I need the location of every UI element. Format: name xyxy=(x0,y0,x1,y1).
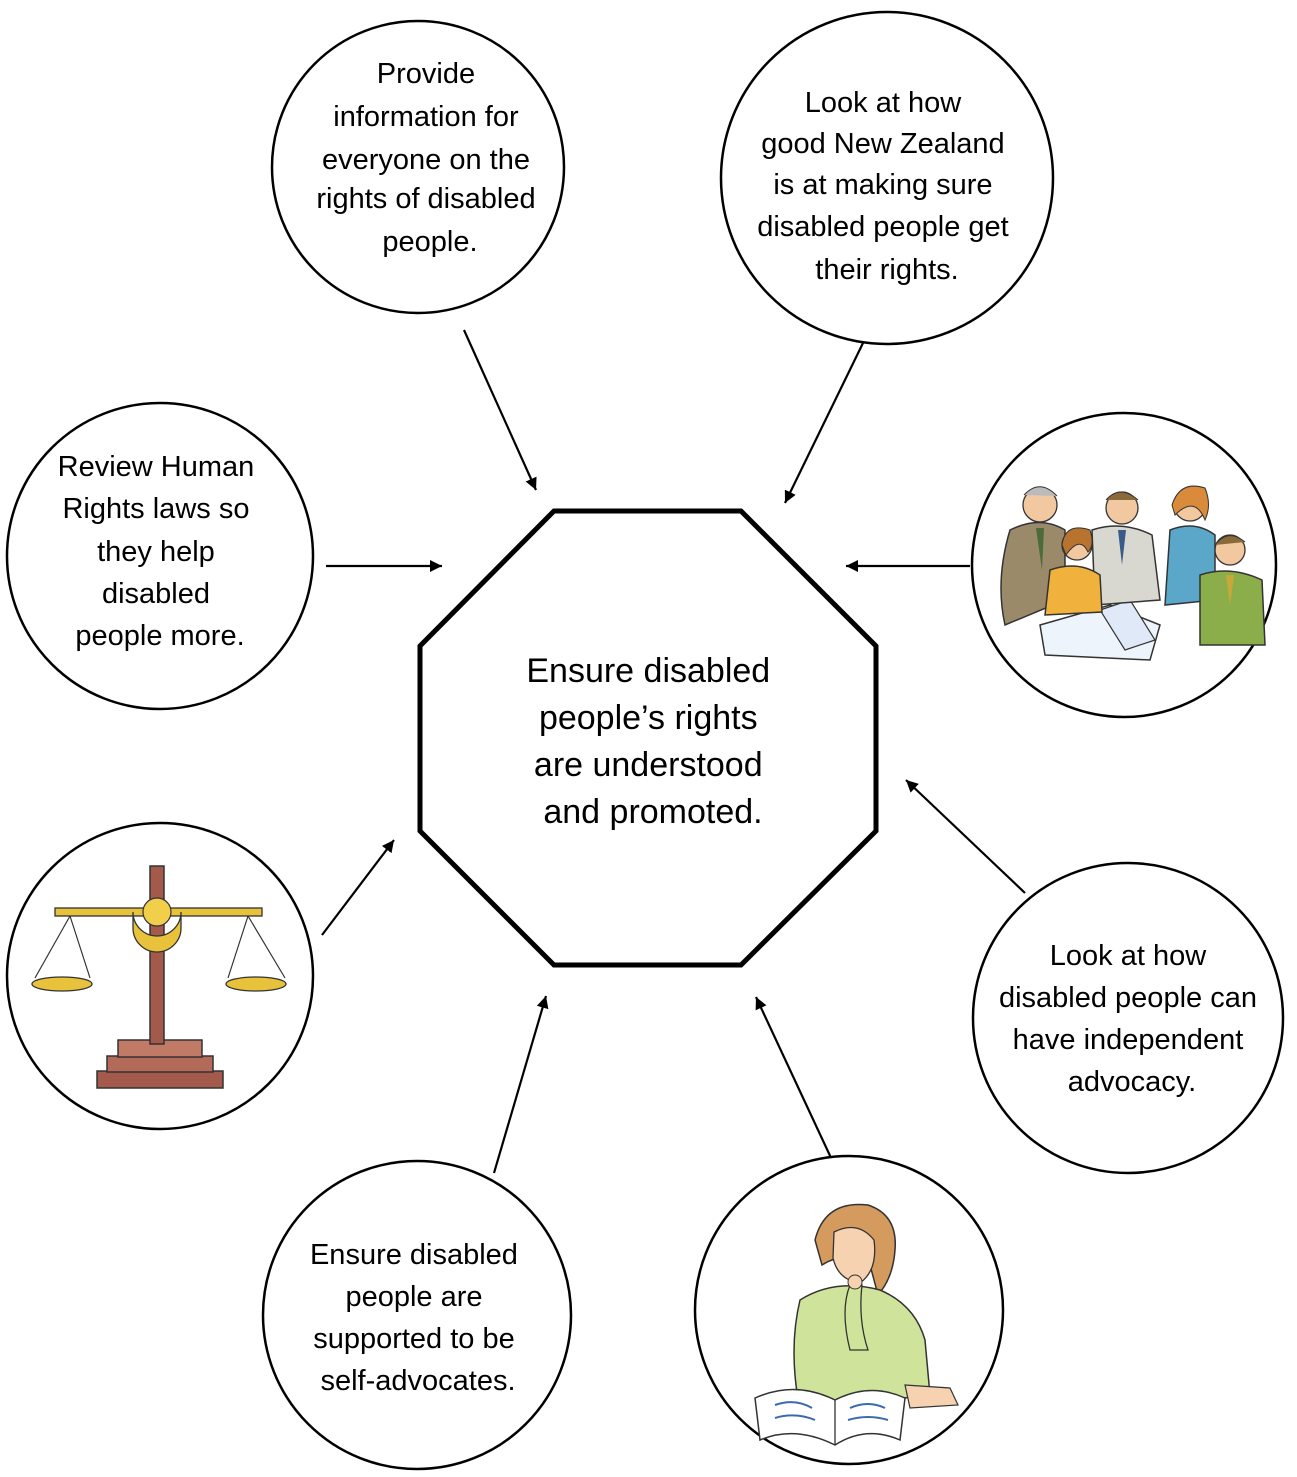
people-meeting-icon xyxy=(1000,485,1266,661)
scales-of-justice-icon xyxy=(31,865,287,1089)
arrow-from-justice-scales xyxy=(321,839,395,936)
node-review-laws-label: Review Human Rights laws so they help di… xyxy=(58,451,263,652)
center-line-4: and promoted. xyxy=(543,793,762,831)
node-meeting-group xyxy=(970,411,1278,719)
node-independent-advocacy: Look at how disabled people can have ind… xyxy=(971,861,1285,1175)
node-look-at-nz: Look at how good New Zealand is at makin… xyxy=(719,10,1055,346)
arrows xyxy=(321,329,1026,1174)
node-provide-information-label: Provide information for everyone on the … xyxy=(316,58,543,258)
center-line-3: are understood xyxy=(534,746,763,784)
node-self-advocates-label: Ensure disabled people are supported to … xyxy=(310,1239,526,1397)
arrow-from-thinking-woman xyxy=(755,996,833,1161)
center-goal: Ensure disabled people’s rights are unde… xyxy=(417,508,879,968)
center-octagon xyxy=(417,508,879,968)
node-review-laws: Review Human Rights laws so they help di… xyxy=(5,401,315,711)
node-justice-scales xyxy=(5,821,315,1131)
node-look-at-nz-label: Look at how good New Zealand is at makin… xyxy=(757,87,1017,286)
center-line-2: people’s rights xyxy=(539,699,758,737)
node-self-advocates: Ensure disabled people are supported to … xyxy=(261,1159,573,1471)
center-line-1: Ensure disabled xyxy=(526,652,770,690)
node-provide-information: Provide information for everyone on the … xyxy=(270,19,566,315)
thinking-woman-reading-icon xyxy=(754,1203,959,1446)
arrow-from-look-at-nz xyxy=(784,342,864,504)
arrow-from-independent-advocacy xyxy=(905,779,1026,894)
node-thinking-woman xyxy=(693,1154,1005,1466)
center-label: Ensure disabled people’s rights are unde… xyxy=(526,652,779,831)
arrow-from-provide-information xyxy=(462,329,538,491)
arrow-from-self-advocates xyxy=(492,995,549,1174)
node-independent-advocacy-label: Look at how disabled people can have ind… xyxy=(999,940,1265,1098)
